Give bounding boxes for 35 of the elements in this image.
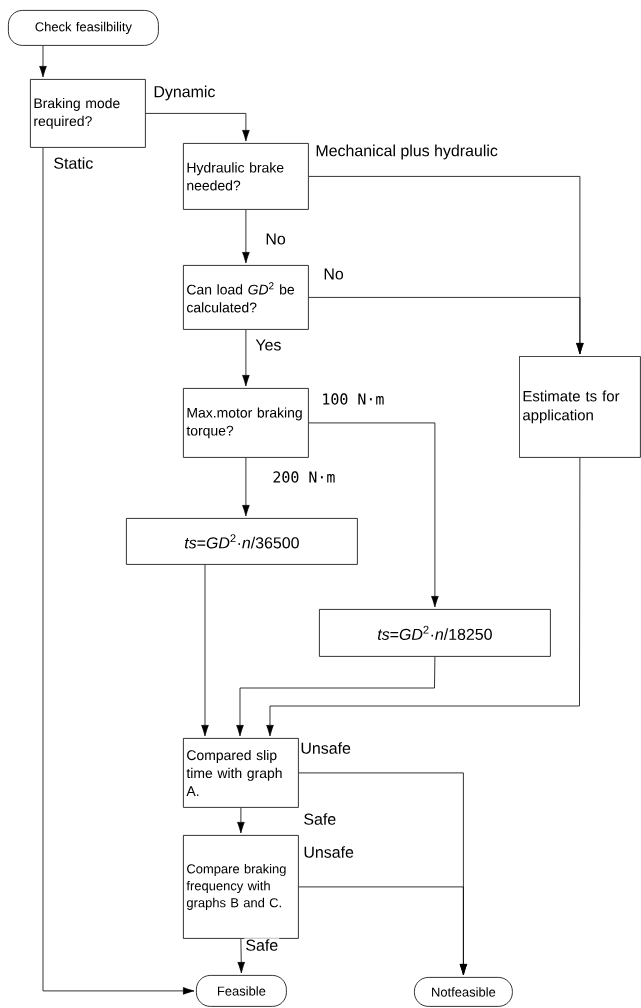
arrow bbox=[242, 329, 250, 387]
edge-label: No bbox=[322, 267, 345, 281]
edge-label: Unsafe bbox=[299, 741, 352, 755]
edge-label: Unsafe bbox=[302, 845, 355, 859]
process-box: Max.motor braking torque? bbox=[183, 388, 309, 458]
process-box: Can load GD$^{2}$ be calculated? bbox=[183, 265, 309, 330]
process-box: Compared slip time with graph A. bbox=[183, 738, 299, 808]
process-box: Estimate ts for application bbox=[519, 356, 641, 458]
arrow bbox=[236, 656, 436, 737]
arrow bbox=[242, 209, 250, 264]
edge-label: No bbox=[264, 232, 287, 246]
edge-label: Yes bbox=[254, 338, 283, 352]
arrow bbox=[266, 457, 581, 737]
process-box: Hydraulic brake needed? bbox=[183, 143, 309, 210]
arrow bbox=[201, 564, 209, 737]
edge-label: 100 N·m bbox=[320, 392, 386, 406]
process-box: Compare braking frequency with graphs B and C. bbox=[183, 835, 299, 939]
edge-label: Safe bbox=[302, 812, 338, 826]
arrow bbox=[242, 457, 250, 517]
arrow bbox=[237, 807, 245, 834]
process-box: Braking mode required? bbox=[30, 79, 146, 148]
edge-label: Static bbox=[52, 156, 95, 170]
edge-label: 200 N·m bbox=[271, 470, 337, 484]
arrow bbox=[298, 886, 468, 976]
formula-box: ts=GD$^{2}$·n/18250 bbox=[319, 609, 551, 657]
arrow bbox=[237, 938, 245, 974]
arrow bbox=[145, 113, 250, 142]
arrow bbox=[42, 147, 195, 995]
edge-label: Safe bbox=[244, 938, 280, 952]
edge-label: Dynamic bbox=[152, 84, 217, 102]
arrow bbox=[308, 297, 584, 355]
arrow bbox=[308, 422, 439, 608]
arrow bbox=[39, 45, 47, 78]
formula-box: ts=GD$^{2}$·n/36500 bbox=[126, 518, 358, 565]
edge-label: Mechanical plus hydraulic bbox=[314, 143, 499, 161]
